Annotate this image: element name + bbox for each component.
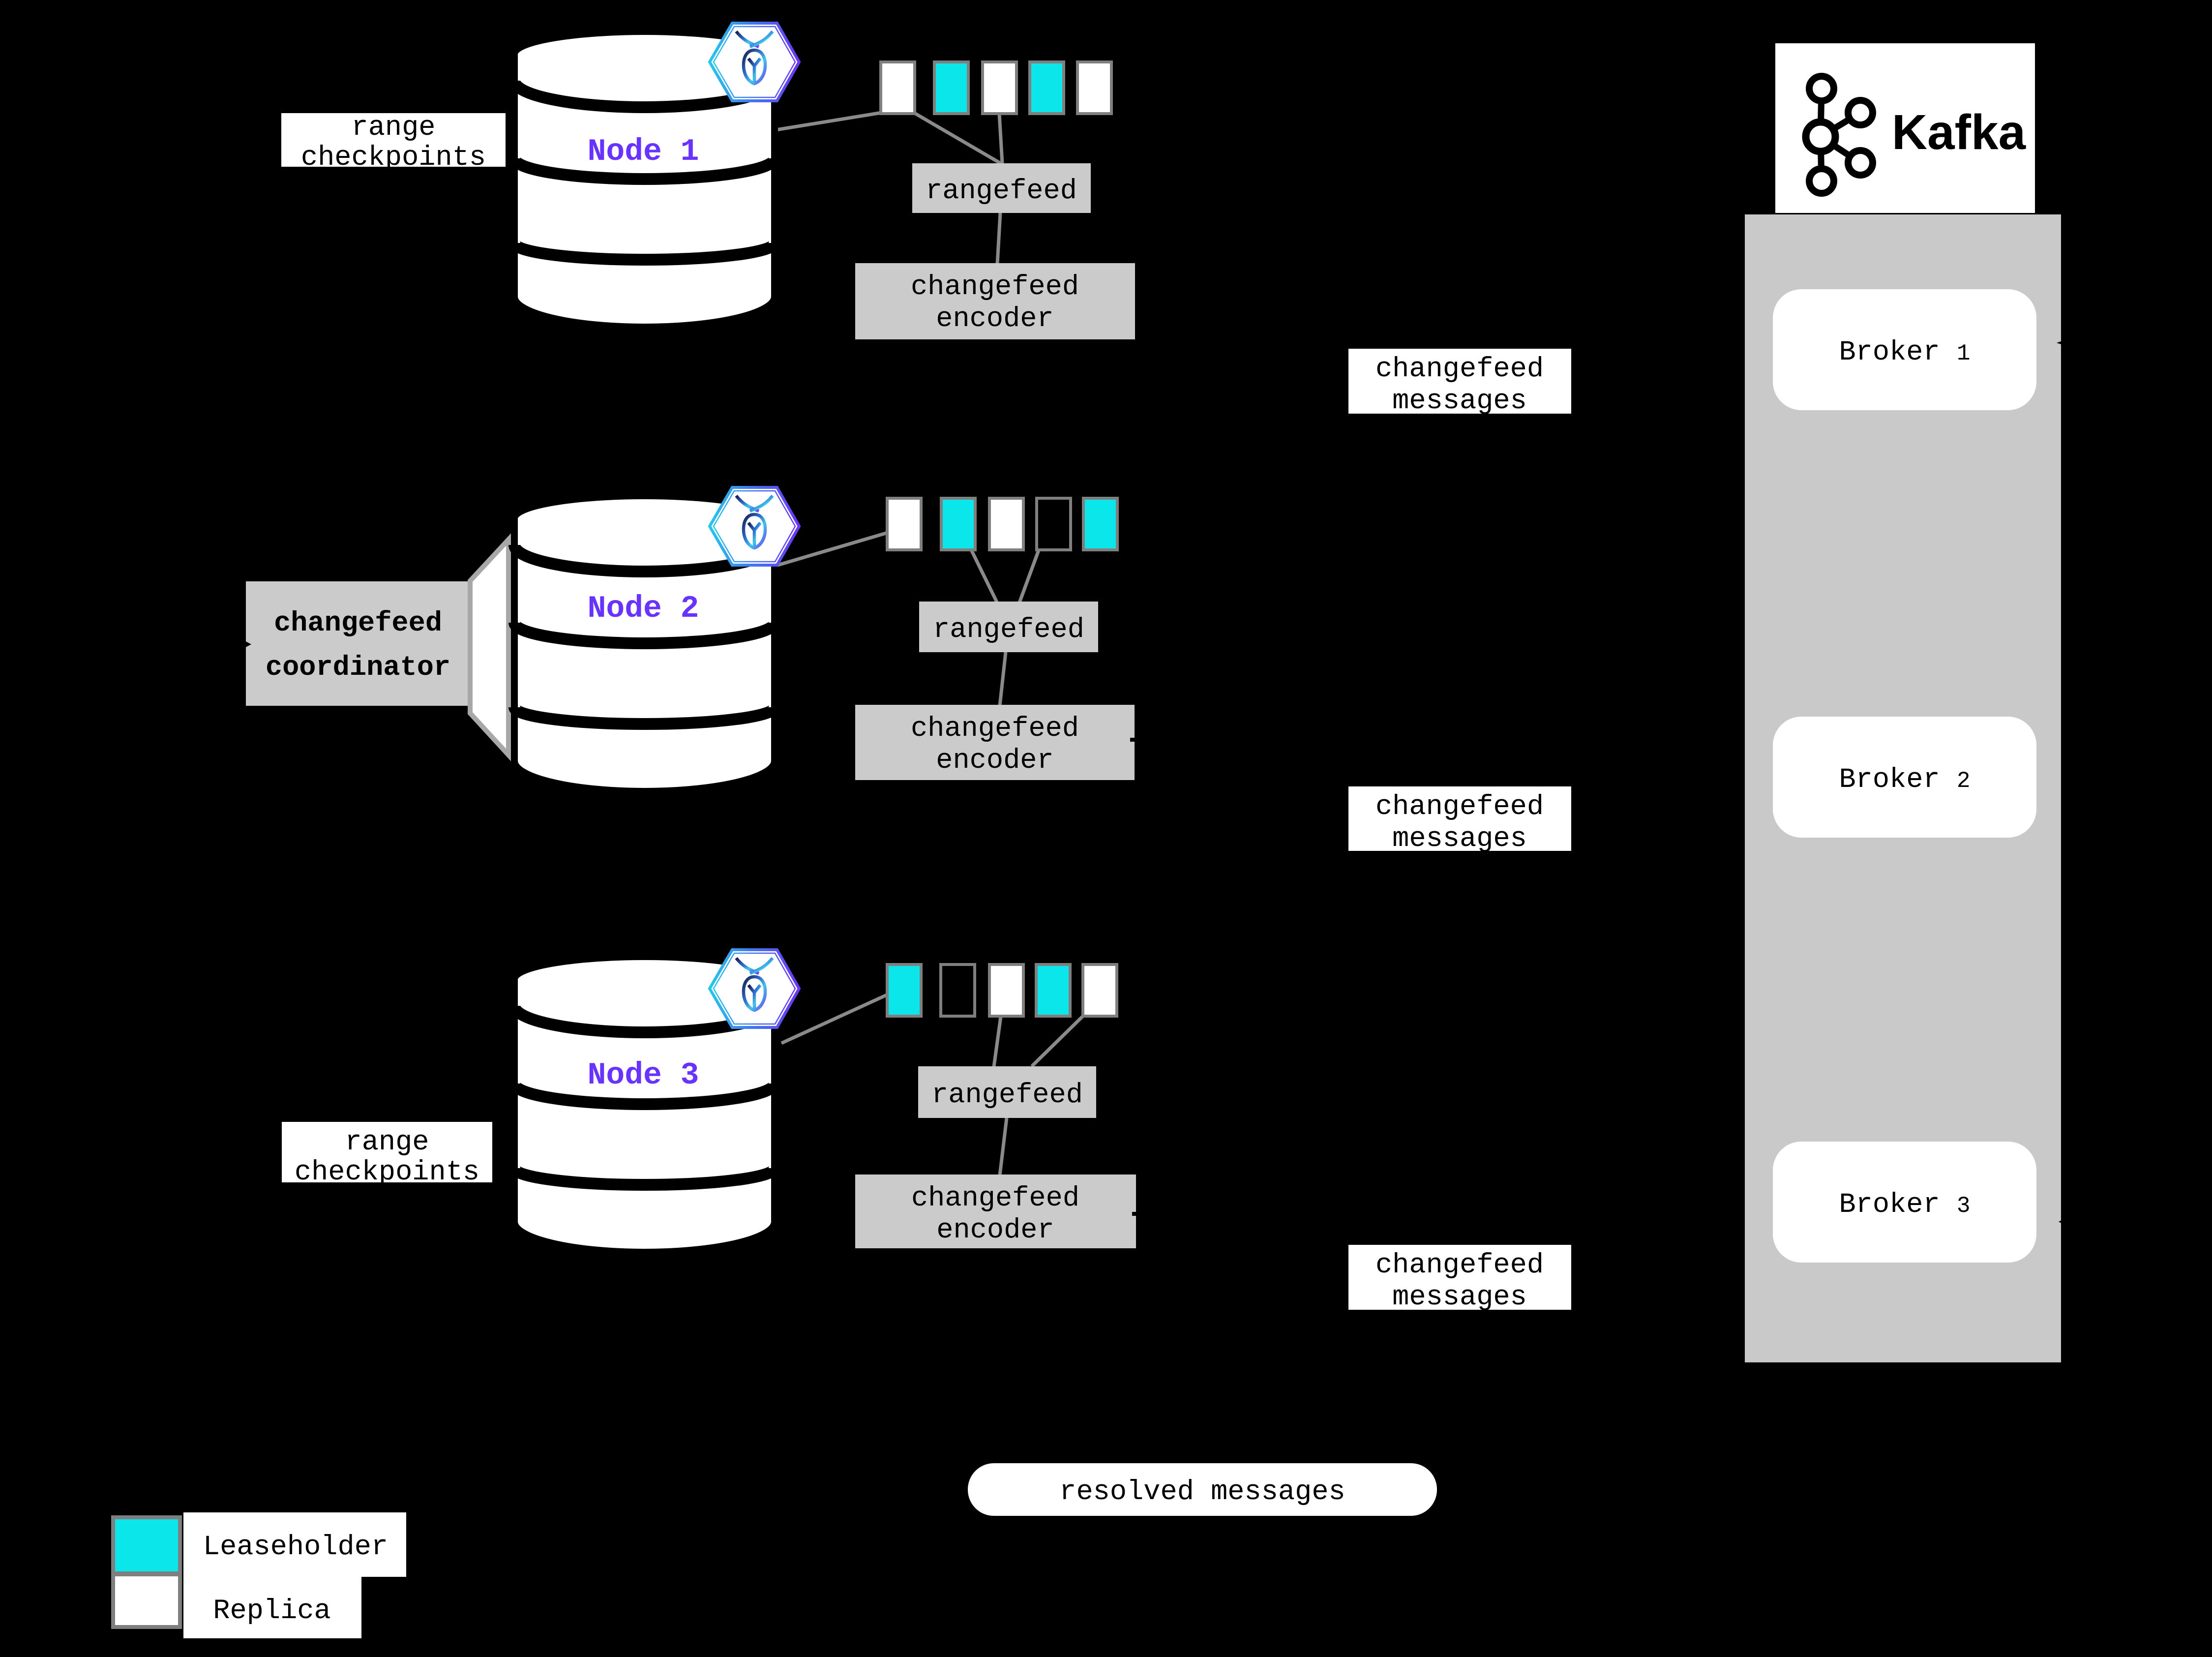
svg-text:messages: messages [1392, 386, 1527, 417]
svg-text:changefeed: changefeed [274, 608, 442, 639]
svg-text:messages: messages [1392, 823, 1527, 855]
svg-text:Broker 3: Broker 3 [1839, 1189, 1970, 1221]
svg-text:changefeed: changefeed [1375, 354, 1544, 385]
svg-text:rangefeed: rangefeed [933, 614, 1084, 646]
svg-text:checkpoints: checkpoints [295, 1157, 479, 1188]
svg-text:Node 2: Node 2 [588, 591, 699, 626]
svg-text:changefeed: changefeed [911, 271, 1079, 303]
svg-text:encoder: encoder [936, 745, 1053, 777]
svg-text:checkpoints: checkpoints [301, 142, 486, 174]
svg-text:coordinator: coordinator [266, 652, 450, 684]
svg-text:Node 3: Node 3 [588, 1058, 699, 1093]
svg-text:resolved messages: resolved messages [1059, 1476, 1345, 1508]
svg-text:Broker 1: Broker 1 [1839, 337, 1970, 368]
svg-text:changefeed: changefeed [1375, 1250, 1544, 1281]
svg-text:encoder: encoder [936, 1215, 1054, 1246]
svg-text:changefeed: changefeed [1375, 791, 1544, 823]
svg-text:range: range [351, 112, 435, 144]
svg-text:Broker 2: Broker 2 [1839, 764, 1970, 796]
svg-text:Leaseholder: Leaseholder [203, 1532, 388, 1563]
svg-text:encoder: encoder [936, 303, 1053, 335]
svg-text:Replica: Replica [213, 1596, 330, 1627]
svg-text:Kafka: Kafka [1892, 105, 2027, 160]
svg-text:changefeed: changefeed [911, 1183, 1079, 1214]
svg-text:messages: messages [1392, 1282, 1527, 1313]
svg-text:range: range [345, 1127, 429, 1158]
svg-text:changefeed: changefeed [911, 713, 1079, 745]
svg-text:Node 1: Node 1 [588, 134, 699, 169]
svg-text:rangefeed: rangefeed [926, 176, 1077, 207]
svg-text:rangefeed: rangefeed [931, 1080, 1083, 1111]
